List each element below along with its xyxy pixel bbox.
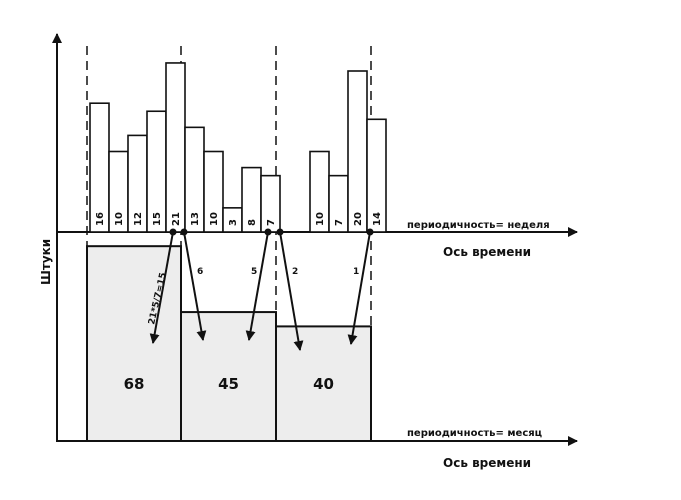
transfer-dot-3 bbox=[264, 228, 272, 236]
transfer-dot-1 bbox=[169, 228, 177, 236]
weekly-bar bbox=[165, 62, 186, 233]
transfer-dot-5 bbox=[366, 228, 374, 236]
weekly-bar-label: 8 bbox=[247, 219, 258, 226]
weekly-bar-label: 21 bbox=[171, 212, 182, 226]
transfer-label-2: 5 bbox=[251, 267, 257, 277]
weekly-periodicity-label: периодичность= неделя bbox=[407, 220, 550, 231]
transfer-arrow-1 bbox=[149, 231, 174, 344]
weekly-bar bbox=[203, 150, 224, 233]
transfer-label-4: 1 bbox=[353, 267, 359, 277]
weekly-bar-label: 16 bbox=[95, 212, 106, 226]
transfer-label-1: 6 bbox=[197, 267, 203, 277]
weekly-bar-label: 13 bbox=[190, 212, 201, 226]
weekly-bar-label: 15 bbox=[152, 212, 163, 226]
weekly-axis-label: Ось времени bbox=[443, 245, 531, 259]
transfer-arrow-3 bbox=[245, 231, 269, 341]
weekly-bars: 16 10 12 15 21 13 10 3 8 7 10 7 20 14 bbox=[89, 62, 387, 233]
weekly-bar bbox=[347, 70, 368, 233]
transfer-label-3: 2 bbox=[292, 267, 298, 277]
weekly-bar-label: 7 bbox=[334, 219, 345, 226]
weekly-bar-label: 3 bbox=[228, 219, 239, 226]
transfer-arrow-4 bbox=[279, 231, 304, 351]
monthly-axis-label: Ось времени bbox=[443, 456, 531, 470]
transfer-dot-4 bbox=[276, 228, 284, 236]
transfer-dot-2 bbox=[180, 228, 188, 236]
weekly-bar-label: 14 bbox=[372, 212, 383, 226]
monthly-bar-label: 68 bbox=[124, 375, 145, 393]
monthly-bar-label: 40 bbox=[313, 375, 334, 393]
transfer-arrow-2 bbox=[183, 231, 207, 341]
weekly-bar-label: 7 bbox=[266, 219, 277, 226]
transfer-arrow-5 bbox=[347, 231, 371, 345]
weekly-bar-label: 20 bbox=[353, 212, 364, 226]
y-axis-label: Штуки bbox=[39, 239, 53, 285]
monthly-bars: 68 45 40 bbox=[86, 245, 372, 443]
weekly-bar-label: 12 bbox=[133, 212, 144, 226]
weekly-bar-label: 10 bbox=[114, 212, 125, 226]
monthly-bar bbox=[275, 325, 372, 442]
monthly-periodicity-label: периодичность= месяц bbox=[407, 428, 542, 439]
weekly-bar-label: 10 bbox=[209, 212, 220, 226]
monthly-bar-label: 45 bbox=[218, 375, 239, 393]
weekly-bar bbox=[366, 118, 387, 233]
weekly-bar-label: 10 bbox=[315, 212, 326, 226]
